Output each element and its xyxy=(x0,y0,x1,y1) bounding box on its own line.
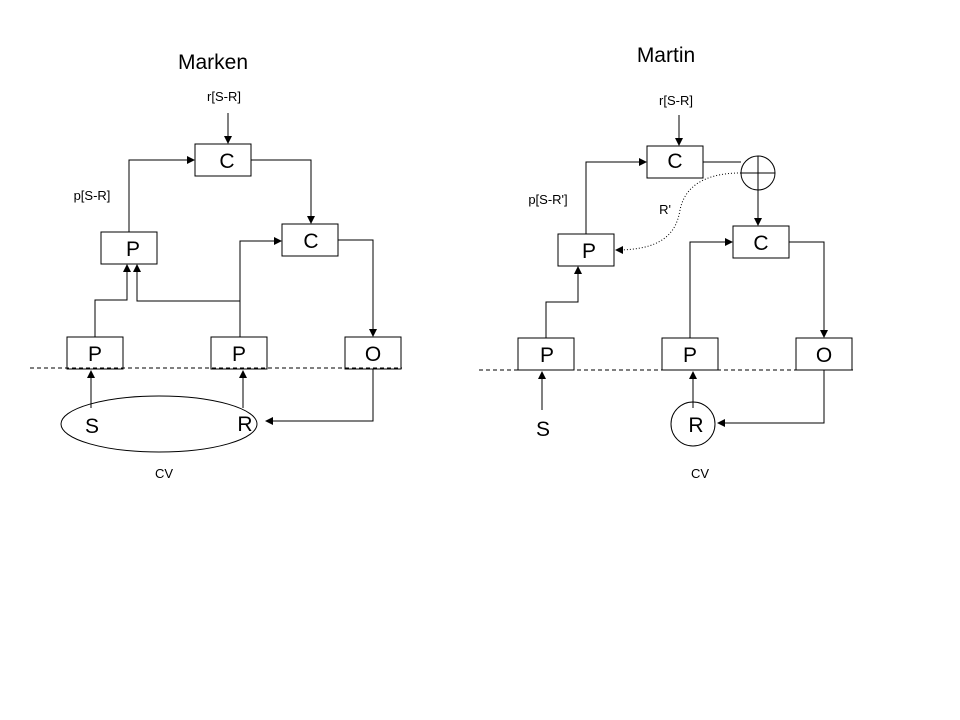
martin-cv-label: CV xyxy=(691,466,709,481)
marken-comparator-lower: C xyxy=(281,223,339,257)
martin-comparator-top: C xyxy=(646,145,704,179)
marken-perception-to-comparator-wire xyxy=(128,156,195,232)
martin-perception-upper: P xyxy=(557,233,615,267)
martin-diagram: Martin r[S-R] C R' p[S-R'] P C xyxy=(479,44,853,481)
marken-perception-r: P xyxy=(210,336,268,370)
marken-output-to-response-wire xyxy=(265,369,374,425)
sum-junction-icon xyxy=(740,155,776,191)
marken-perception-label: p[S-R] xyxy=(74,188,111,203)
martin-output-to-response-wire xyxy=(717,370,825,427)
martin-perception-s-label: P xyxy=(540,344,554,367)
martin-ps-to-upper-wire xyxy=(545,266,582,338)
martin-perception-to-comparator-wire xyxy=(585,158,647,234)
marken-diagram: Marken r[S-R] C p[S-R] P C xyxy=(30,51,402,481)
martin-response-label: R xyxy=(688,414,703,437)
marken-cv-label: CV xyxy=(155,466,173,481)
martin-output: O xyxy=(795,337,853,371)
martin-comparator-top-label: C xyxy=(667,150,682,173)
martin-perception-r-label: P xyxy=(683,344,697,367)
martin-perception-s: P xyxy=(517,337,575,371)
marken-perception-s: P xyxy=(66,336,124,370)
marken-comparator-top-label: C xyxy=(219,150,234,173)
marken-perception-upper: P xyxy=(100,231,158,265)
marken-perception-s-label: P xyxy=(88,343,102,366)
marken-reference-label: r[S-R] xyxy=(207,89,241,104)
martin-perception-upper-label: P xyxy=(582,240,596,263)
martin-comparator-lower-label: C xyxy=(753,232,768,255)
marken-comparator-top: C xyxy=(194,143,252,177)
martin-comparator-to-output-wire xyxy=(789,241,828,338)
marken-ps-to-upper-wire xyxy=(94,264,131,337)
marken-title: Marken xyxy=(178,51,248,74)
marken-perception-r-label: P xyxy=(232,343,246,366)
marken-comparator-lower-label: C xyxy=(303,230,318,253)
marken-perception-upper-label: P xyxy=(126,238,140,261)
martin-comparator-lower: C xyxy=(732,225,790,259)
marken-response-label: R xyxy=(237,413,252,436)
martin-imagination-path xyxy=(615,172,742,254)
martin-title: Martin xyxy=(637,44,695,67)
martin-reference-label: r[S-R] xyxy=(659,93,693,108)
marken-pr-to-comparator-wire xyxy=(239,237,282,301)
marken-output-to-lower-comparator-wire xyxy=(251,159,315,224)
marken-pr-to-upper-wire xyxy=(133,264,241,337)
marken-comparator-to-output-wire xyxy=(338,239,377,337)
marken-cv-ellipse xyxy=(60,395,258,453)
martin-output-label: O xyxy=(816,344,832,367)
marken-stimulus-label: S xyxy=(85,415,99,438)
marken-output: O xyxy=(344,336,402,370)
martin-perception-label: p[S-R'] xyxy=(528,192,567,207)
martin-stimulus-label: S xyxy=(536,418,550,441)
martin-perception-r: P xyxy=(661,337,719,371)
marken-output-label: O xyxy=(365,343,381,366)
martin-pr-to-comparator-wire xyxy=(689,238,733,338)
martin-imagined-label: R' xyxy=(659,202,671,217)
